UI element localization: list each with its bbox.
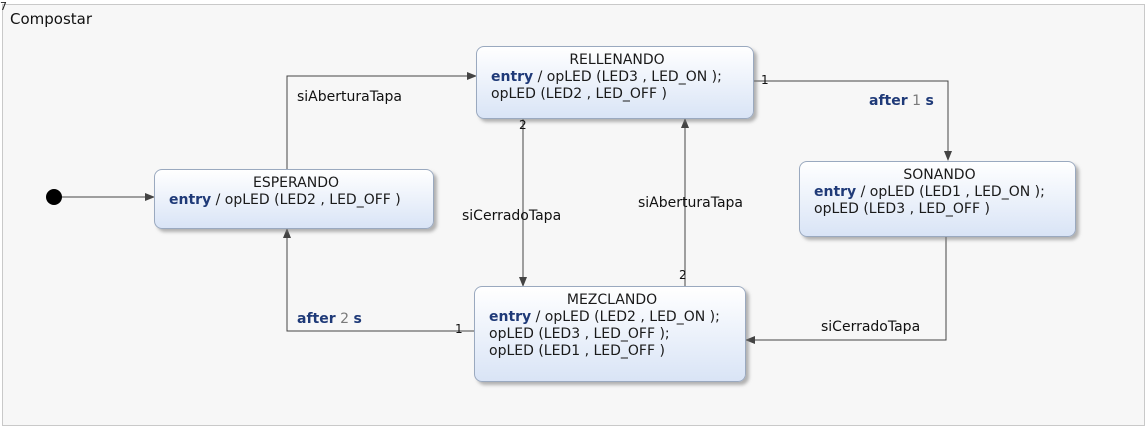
state-sonando-entry: entry / opLED (LED1 , LED_ON ); (814, 184, 1045, 200)
region-title: Compostar (10, 10, 93, 28)
state-mezclando-line3: opLED (LED1 , LED_OFF ) (489, 343, 665, 359)
transition-esperando-rellenando[interactable] (286, 72, 477, 170)
label-mezclando-rellenando[interactable]: siAberturaTapa (638, 195, 743, 211)
state-mezclando-name: MEZCLANDO (566, 292, 658, 308)
region-index: 7 (0, 0, 7, 13)
state-rellenando[interactable]: RELLENANDO entry / opLED (LED3 , LED_ON … (476, 46, 754, 119)
state-sonando-line2: opLED (LED3 , LED_OFF ) (814, 201, 990, 217)
state-esperando-name: ESPERANDO (252, 175, 340, 191)
label-rellenando-sonando[interactable]: after 1 s (869, 93, 934, 109)
label-mezclando-esperando[interactable]: after 2 s (297, 311, 362, 327)
state-rellenando-name: RELLENANDO (569, 52, 665, 68)
initial-state-dot[interactable] (46, 189, 62, 205)
state-mezclando[interactable]: MEZCLANDO entry / opLED (LED2 , LED_ON )… (474, 286, 746, 382)
transition-rellenando-sonando[interactable] (754, 80, 952, 161)
label-rellenando-mezclando[interactable]: siCerradoTapa (462, 208, 562, 224)
transition-mezclando-esperando[interactable] (283, 228, 474, 332)
state-esperando-entry: entry / opLED (LED2 , LED_OFF ) (169, 192, 401, 208)
priority-mezclando-2: 2 (679, 268, 687, 282)
state-rellenando-line2: opLED (LED2 , LED_OFF ) (491, 86, 667, 102)
state-rellenando-entry: entry / opLED (LED3 , LED_ON ); (491, 69, 722, 85)
priority-rellenando-2: 2 (519, 118, 527, 132)
label-sonando-mezclando[interactable]: siCerradoTapa (821, 319, 921, 335)
priority-mezclando-1: 1 (455, 322, 463, 336)
label-esperando-rellenando[interactable]: siAberturaTapa (297, 89, 402, 105)
state-esperando[interactable]: ESPERANDO entry / opLED (LED2 , LED_OFF … (154, 169, 434, 229)
state-sonando-name: SONANDO (903, 167, 976, 183)
state-mezclando-entry: entry / opLED (LED2 , LED_ON ); (489, 309, 720, 325)
priority-rellenando-1: 1 (761, 73, 769, 87)
transition-sonando-mezclando[interactable] (745, 237, 947, 344)
state-mezclando-line2: opLED (LED3 , LED_OFF ); (489, 326, 670, 342)
state-sonando[interactable]: SONANDO entry / opLED (LED1 , LED_ON ); … (799, 161, 1076, 237)
